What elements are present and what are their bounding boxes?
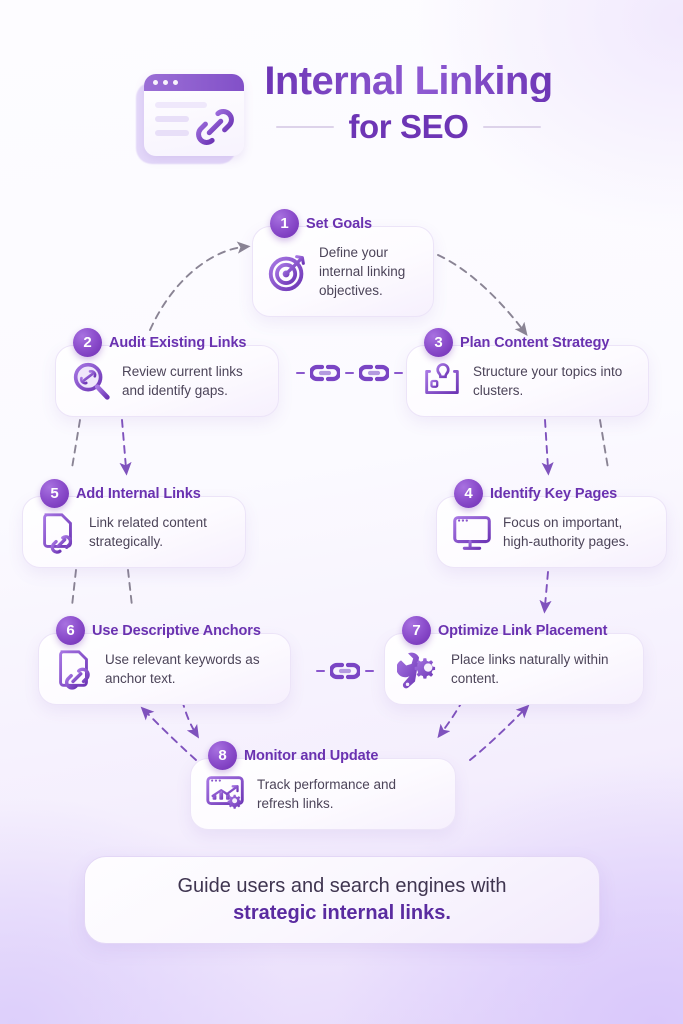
arrow-8-to-7 — [469, 704, 530, 761]
step-description: Define your internal linking objectives. — [319, 245, 406, 299]
magnifier-link-icon — [73, 363, 110, 400]
step-number-badge: 8 — [208, 741, 237, 770]
connector-dash — [296, 371, 305, 375]
step-header-6: 6 Use Descriptive Anchors — [56, 616, 261, 645]
page-title: Internal Linking — [264, 59, 553, 103]
browser-window-link-icon — [144, 74, 245, 156]
subtitle-row: for SEO — [264, 110, 552, 143]
step-header-8: 8 Monitor and Update — [208, 741, 378, 770]
logo — [130, 66, 250, 166]
step-header-1: 1 Set Goals — [270, 209, 372, 238]
connector-dash — [365, 669, 374, 673]
step-title: Plan Content Strategy — [460, 334, 610, 351]
step-card-4[interactable]: 4 Identify Key Pages Focus on important,… — [436, 479, 667, 569]
document-link-icon — [43, 513, 73, 554]
divider-left — [276, 125, 335, 128]
page-subtitle: for SEO — [348, 108, 469, 145]
step-header-5: 5 Add Internal Links — [40, 479, 201, 508]
step-card-body: Structure your topics into clusters. — [406, 345, 649, 418]
browser-titlebar — [144, 74, 245, 91]
connector-dash — [394, 371, 403, 375]
arrow-3-to-4-b — [599, 419, 609, 469]
step-card-body: Focus on important, high-authority pages… — [436, 496, 667, 569]
divider-right — [482, 125, 541, 128]
step-description: Use relevant keywords as anchor text. — [105, 652, 260, 687]
arrow-2-to-5-b — [119, 419, 132, 476]
arrow-1-to-3 — [437, 254, 528, 337]
step-title: Use Descriptive Anchors — [92, 622, 261, 639]
arrow-2-to-1 — [149, 241, 251, 331]
chain-connector-2-3 — [296, 363, 403, 383]
step-header-7: 7 Optimize Link Placement — [402, 616, 607, 645]
step-description: Link related content strategically. — [89, 515, 207, 550]
step-card-body: Link related content strategically. — [22, 496, 246, 569]
chain-link-icon — [196, 109, 235, 145]
step-number-badge: 6 — [56, 616, 85, 645]
desktop-monitor-icon — [453, 516, 491, 550]
step-number-badge: 3 — [424, 328, 453, 357]
step-description: Track performance and refresh links. — [257, 777, 397, 812]
step-header-3: 3 Plan Content Strategy — [424, 328, 609, 357]
connector-dash — [316, 669, 325, 673]
step-title: Optimize Link Placement — [438, 622, 608, 639]
arrow-8-to-6 — [140, 706, 197, 761]
step-title: Audit Existing Links — [109, 334, 247, 351]
laptop-lightbulb-icon — [422, 363, 462, 398]
step-card-7[interactable]: 7 Optimize Link Placement Place links na… — [384, 616, 644, 706]
title-block: Internal Linking for SEO — [264, 58, 553, 143]
step-number-badge: 2 — [73, 328, 102, 357]
step-card-1[interactable]: 1 Set Goals Define your internal linking… — [252, 209, 434, 318]
browser-content-lines — [144, 91, 244, 136]
window-dot-icon — [173, 80, 179, 85]
chain-link-icon — [310, 364, 340, 382]
content-line — [155, 102, 208, 108]
content-line — [155, 130, 190, 136]
header: Internal Linking for SEO — [0, 58, 683, 166]
step-title: Set Goals — [306, 215, 372, 232]
footer-line-1: Guide users and search engines with — [177, 875, 507, 897]
step-title: Identify Key Pages — [490, 485, 618, 502]
chain-link-icon — [359, 364, 389, 382]
step-number-badge: 4 — [454, 479, 483, 508]
step-card-8[interactable]: 8 Monitor and Update Track performance a… — [190, 741, 456, 831]
step-card-2[interactable]: 2 Audit Existing Links Review current li… — [55, 328, 279, 418]
step-card-6[interactable]: 6 Use Descriptive Anchors Use relevant k… — [38, 616, 291, 706]
step-header-4: 4 Identify Key Pages — [454, 479, 617, 508]
step-description: Review current links and identify gaps. — [122, 364, 243, 399]
wrench-gear-icon — [397, 652, 436, 689]
arrow-2-to-5-a — [71, 419, 81, 469]
step-title: Monitor and Update — [244, 747, 379, 764]
chain-link-icon — [330, 662, 360, 680]
step-card-body: Define your internal linking objectives. — [252, 226, 434, 318]
arrow-5-to-6-b — [127, 569, 133, 607]
arrow-4-to-7 — [539, 571, 552, 614]
document-anchor-link-icon — [59, 650, 90, 690]
step-card-5[interactable]: 5 Add Internal Links Link related conten… — [22, 479, 246, 569]
step-description: Structure your topics into clusters. — [473, 364, 623, 399]
step-card-body: Review current links and identify gaps. — [55, 345, 279, 418]
step-card-body: Place links naturally within content. — [384, 633, 644, 706]
content-line — [155, 116, 190, 122]
arrow-5-to-6-a — [71, 569, 77, 607]
arrow-3-to-4-a — [541, 419, 554, 476]
step-number-badge: 7 — [402, 616, 431, 645]
step-card-body: Use relevant keywords as anchor text. — [38, 633, 291, 706]
step-number-badge: 1 — [270, 209, 299, 238]
step-card-body: Track performance and refresh links. — [190, 758, 456, 831]
step-number-badge: 5 — [40, 479, 69, 508]
footer-line-2: strategic internal links. — [233, 902, 451, 924]
connector-dash — [345, 371, 354, 375]
target-icon — [268, 254, 305, 291]
step-description: Focus on important, high-authority pages… — [503, 515, 630, 550]
window-dot-icon — [153, 80, 159, 85]
step-card-3[interactable]: 3 Plan Content Strategy Structure your t… — [406, 328, 649, 418]
footer-callout: Guide users and search engines with stra… — [84, 856, 600, 944]
step-description: Place links naturally within content. — [451, 652, 609, 687]
chain-connector-6-7 — [316, 661, 374, 681]
step-title: Add Internal Links — [76, 485, 201, 502]
step-header-2: 2 Audit Existing Links — [73, 328, 246, 357]
analytics-chart-gear-icon — [206, 776, 244, 812]
window-dot-icon — [163, 80, 169, 85]
